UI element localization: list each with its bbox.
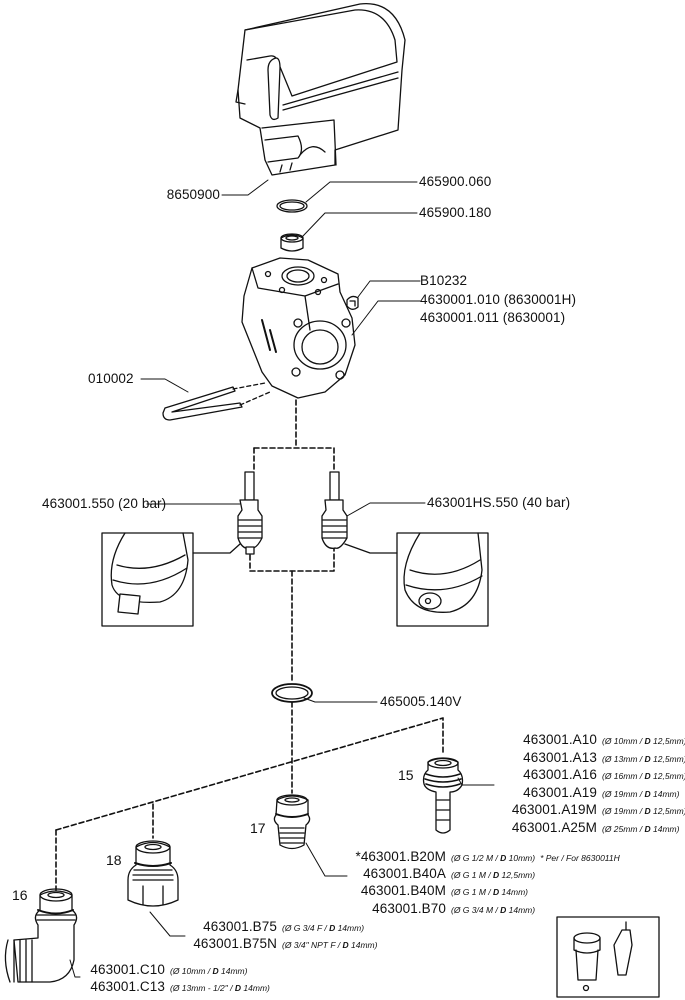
part-spec: (Ø G 1 M / D 14mm) — [451, 887, 528, 898]
part-code: *463001.B20M — [355, 849, 446, 864]
label-4630001-011: 4630001.011 (8630001) — [420, 310, 566, 325]
part-code: 463001.B75 — [203, 919, 277, 934]
part-spec: (Ø G 3/4 F / D 14mm) — [282, 923, 365, 933]
part-spec: (Ø 16mm / D 12,5mm) — [602, 771, 685, 782]
part-code: 463001.C10 — [90, 962, 165, 977]
group-number-15: 15 — [398, 767, 414, 783]
part-row: 463001.C10 (Ø 10mm / D 14mm) — [90, 962, 247, 979]
label-b10232: B10232 — [420, 273, 468, 288]
label-465900-060: 465900.060 — [419, 174, 492, 189]
part-spec: (Ø 10mm / D 14mm) — [170, 966, 248, 976]
part-row: 463001.A10 (Ø 10mm / D 12,5mm) — [523, 732, 685, 749]
nut-b10232 — [346, 295, 359, 310]
fitting-18 — [127, 840, 179, 907]
oring-465005-140v — [271, 683, 313, 703]
assembly-lines — [55, 399, 444, 891]
cap-465900-180 — [280, 233, 304, 252]
label-valve-40bar: 463001HS.550 (40 bar) — [427, 495, 571, 510]
group-number-16: 16 — [12, 887, 28, 903]
part-row: 463001.A19 (Ø 19mm / D 14mm) — [523, 785, 679, 802]
part-spec: (Ø 3/4" NPT F / D 14mm) — [282, 939, 378, 950]
fitting-16-elbow — [4, 888, 78, 983]
part-note: * Per / For 8630011H — [540, 853, 620, 863]
detail-box-20bar — [101, 532, 241, 627]
part-code: 463001.B40M — [360, 883, 446, 899]
part-spec: (Ø G 1/2 M / D 10mm) — [451, 853, 536, 863]
fitting-17 — [273, 794, 311, 850]
part-row: 463001.C13 (Ø 13mm - 1/2" / D 14mm) — [90, 979, 269, 996]
valve-cartridge-20bar — [237, 471, 263, 555]
part-row: 463001.B40A (Ø G 1 M / D 12,5mm) — [363, 866, 535, 883]
group-number-18: 18 — [106, 852, 122, 868]
part-code: 463001.A16 — [523, 767, 597, 783]
part-code: 463001.A13 — [523, 749, 597, 765]
leader-lines — [69, 179, 495, 978]
part-row: 463001.A19M (Ø 19mm / D 12,5mm) — [512, 802, 685, 819]
part-row: 463001.A25M (Ø 25mm / D 14mm) — [512, 820, 680, 837]
fitting-15 — [422, 757, 464, 834]
part-row: 463001.B75 (Ø G 3/4 F / D 14mm) — [203, 919, 364, 936]
part-spec: (Ø 19mm / D 14mm) — [602, 788, 680, 799]
part-code: 463001.B70 — [372, 900, 446, 916]
part-row: 463001.A13 (Ø 13mm / D 12,5mm) — [523, 750, 685, 767]
label-465900-180: 465900.180 — [419, 205, 492, 220]
part-row: 463001.B40M (Ø G 1 M / D 14mm) — [361, 883, 528, 900]
part-spec: (Ø 19mm / D 12,5mm) — [602, 806, 685, 817]
oring-465900-060 — [276, 199, 308, 213]
part-spec: (Ø 13mm - 1/2" / D 14mm) — [170, 982, 270, 993]
label-8650900: 8650900 — [166, 187, 220, 202]
part-spec: (Ø 10mm / D 12,5mm) — [602, 736, 685, 746]
group-number-17: 17 — [250, 820, 266, 836]
part-row: 463001.B75N (Ø 3/4" NPT F / D 14mm) — [193, 936, 377, 953]
part-spec: (Ø G 1 M / D 12,5mm) — [451, 870, 536, 881]
motor-cover-drawing — [235, 3, 406, 176]
part-code: 463001.A25M — [511, 820, 597, 835]
part-code: 463001.A19 — [523, 784, 597, 800]
part-spec: (Ø 25mm / D 14mm) — [602, 824, 680, 834]
part-code: 463001.B75N — [193, 935, 277, 951]
part-row: 463001.A16 (Ø 16mm / D 12,5mm) — [523, 767, 685, 784]
valve-cartridge-40bar — [321, 471, 348, 549]
detail-box-40bar — [344, 532, 489, 627]
pin-010002 — [162, 386, 243, 421]
label-465005-140v: 465005.140V — [380, 694, 462, 709]
part-code: 463001.A19M — [511, 802, 597, 818]
part-spec: (Ø 13mm / D 12,5mm) — [602, 753, 685, 764]
label-010002: 010002 — [88, 371, 134, 386]
part-code: 463001.A10 — [523, 732, 597, 747]
part-code: 463001.C13 — [90, 978, 165, 994]
part-spec: (Ø G 3/4 M / D 14mm) — [451, 904, 536, 915]
part-row: *463001.B20M (Ø G 1/2 M / D 10mm) * Per / … — [355, 849, 619, 866]
label-valve-20bar: 463001.550 (20 bar) — [42, 496, 167, 511]
inset-detail-box — [556, 916, 660, 998]
label-4630001-010: 4630001.010 (8630001H) — [420, 292, 577, 307]
part-code: 463001.B40A — [363, 866, 446, 882]
part-row: 463001.B70 (Ø G 3/4 M / D 14mm) — [372, 901, 535, 918]
valve-body-drawing — [241, 257, 356, 399]
